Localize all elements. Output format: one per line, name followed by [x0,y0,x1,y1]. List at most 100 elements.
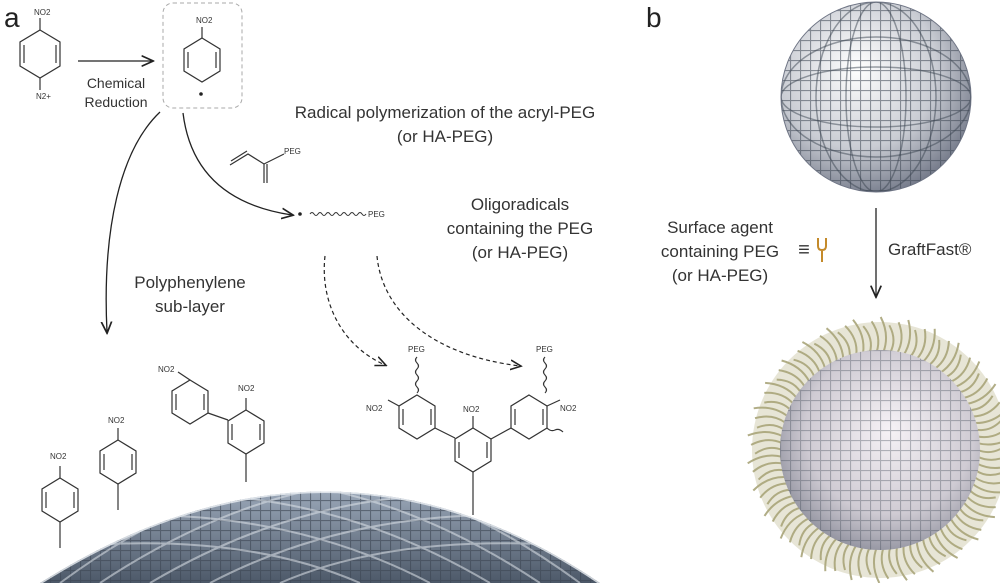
nitro-label-m2: NO2 [108,416,125,425]
aryl-radical-molecule [183,27,221,83]
peg-brush-strand [939,342,960,374]
peg-brush-strand [756,424,785,431]
nitro-label-m3: NO2 [158,365,175,374]
peg-brush-strand [928,339,941,366]
nitro-label-m1: NO2 [50,452,67,461]
peg-brush-strand [915,328,927,360]
peg-brush-strand [754,415,787,424]
peg-brush-strand [810,530,826,560]
oligoradical-dot [298,212,302,216]
equivalence-symbol: ≡ [798,239,810,261]
peg-brush-strand [928,534,947,558]
peg-brush-strand [763,495,794,517]
peg-brush-strand [976,431,1000,439]
reduction-label: Chemical Reduction [70,74,162,112]
polymerization-line-1: Radical polymerization of the acryl-PEG [294,103,596,122]
peg-brush-strand [764,400,792,411]
panel-label-b: b [646,2,662,33]
peg-brush-strand [765,381,798,399]
peg-brush-strand [954,361,981,388]
peg-brush-strand [958,507,984,522]
peg-brush-strand [865,547,872,576]
peg-brush-strand [747,454,783,465]
peg-brush-strand [975,469,1000,476]
peg-brush-strand [852,319,865,354]
peg-brush-strand [793,358,816,378]
peg-brush-strand [977,455,1000,461]
surface-mesh-dome [40,491,600,583]
peg-brush-strand [909,543,923,569]
peg-label-oligo: PEG [368,210,385,219]
peg-brush-strand [819,534,832,561]
peg-brush-strand [747,431,784,438]
peg-brush-strand [825,327,845,360]
peg-brush-strand [857,545,864,579]
peg-brush-strand [895,546,908,581]
peg-brush-strand [879,316,888,353]
peg-brush-strand [750,439,783,446]
oligoradicals-label: Oligoradicals containing the PEG (or HA-… [420,193,620,265]
oligo-line-1: Oligoradicals [470,195,570,214]
dashed-arrow-right [376,255,520,366]
peg-brush-strand [800,526,821,558]
peg-brush-strand [771,500,798,523]
peg-brush-strand [954,512,982,531]
radical-dot [199,92,203,96]
peg-brush-strand [976,462,1000,469]
nitro-label-g2: NO2 [463,405,480,414]
nanoparticle-bare [780,1,972,193]
peg-brush-strand [833,540,845,572]
graftfast-label: GraftFast® [888,240,972,259]
nitro-label-m4: NO2 [238,384,255,393]
peg-brush-strand [753,406,789,418]
peg-brush-strand [965,495,996,509]
oligo-line-2: containing the PEG [446,219,594,238]
peg-brush-strand [922,537,941,566]
peg-brush-strand [934,340,950,370]
peg-brush-strand [949,517,979,541]
peg-brush-strand [872,547,881,583]
peg-brush-strand [959,373,980,394]
peg-brush-strand [888,324,895,353]
peg-brush-strand [880,547,890,580]
peg-brush-strand [824,537,838,572]
peg-brush-strand [909,329,918,358]
sublayer-molecule-2 [99,428,137,510]
surface-agent-label: Surface agent containing PEG (or HA-PEG) [650,216,790,288]
oligo-line-3: (or HA-PEG) [471,243,569,262]
peg-brush-strand [752,475,786,492]
sublayer-label: Polyphenylene sub-layer [115,271,265,319]
peg-brush-strand [870,320,880,353]
sublayer-molecule-1 [41,466,79,548]
peg-brush-strand [801,341,827,370]
peg-brush-strand [902,319,912,356]
peg-brush-strand [945,354,962,379]
peg-label-acryl: PEG [284,147,301,156]
agent-line-2: containing PEG [660,242,780,261]
sublayer-line-1: Polyphenylene [134,273,246,292]
peg-brush-strand [973,476,1000,485]
peg-brush-strand [766,488,791,505]
peg-brush-strand [969,395,994,412]
peg-brush-strand [797,349,821,374]
peg-brush-strand [977,441,1000,446]
peg-brush-strand [764,391,795,405]
nitro-label-g1: NO2 [366,404,383,413]
peg-brush-strand [950,357,972,383]
sublayer-line-2: sub-layer [155,297,225,316]
peg-brush-strand [971,482,1000,494]
peg-brush-strand [837,331,851,357]
peg-brush-strand [788,517,810,543]
agent-line-3: (or HA-PEG) [671,266,769,285]
peg-brush-strand [966,383,997,405]
nanoparticle-peg-coated [747,316,1000,583]
polymerization-label: Radical polymerization of the acryl-PEG … [270,101,620,149]
arrow-to-sublayer [106,111,161,332]
peg-brush-strand [888,547,898,575]
sublayer-biphenyl-molecule [171,371,265,482]
peg-brush-strand [974,413,1000,425]
oligoradical-chain [309,212,367,216]
peg-brush-strand [933,530,959,559]
peg-brush-strand [972,401,1000,418]
